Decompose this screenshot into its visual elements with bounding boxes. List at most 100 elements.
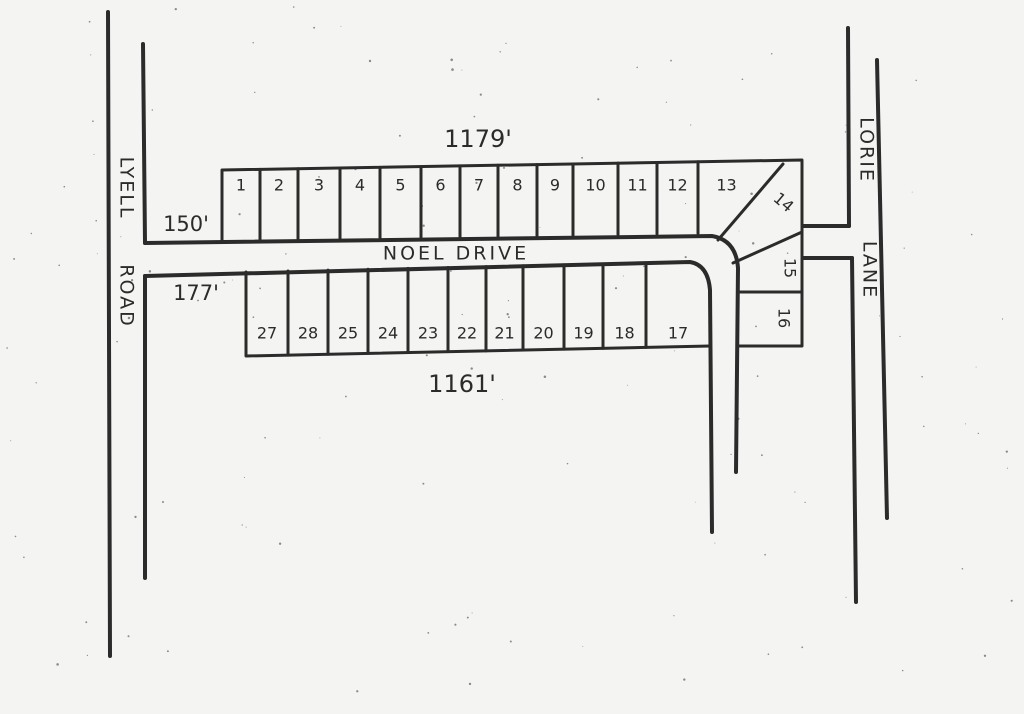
paper-speck: [690, 124, 692, 126]
paper-speck: [801, 646, 804, 649]
paper-speck: [901, 669, 904, 672]
noel-drive-north-edge: [143, 234, 740, 474]
paper-texture: [6, 6, 1013, 693]
north-block-outline: [220, 158, 804, 242]
paper-speck: [243, 476, 245, 478]
paper-speck: [56, 663, 59, 666]
paper-speck: [13, 257, 16, 260]
paper-speck: [961, 568, 964, 570]
lot-label-20: 20: [533, 324, 553, 343]
paper-speck: [879, 315, 880, 317]
paper-speck: [694, 501, 696, 503]
paper-speck: [756, 375, 759, 377]
paper-speck: [503, 166, 505, 169]
paper-speck: [151, 109, 153, 111]
paper-speck: [461, 313, 463, 316]
paper-speck: [899, 335, 901, 338]
paper-speck: [683, 678, 686, 681]
lot-label-9: 9: [550, 176, 560, 195]
paper-speck: [93, 153, 95, 155]
paper-speck: [232, 279, 233, 281]
lot-label-21: 21: [494, 324, 514, 343]
paper-speck: [970, 233, 973, 236]
paper-speck: [506, 313, 509, 316]
paper-speck: [1001, 318, 1004, 320]
lorie-lane-west-edge-south: [850, 256, 858, 604]
lot-label-27: 27: [257, 324, 277, 343]
lot-label-10: 10: [585, 176, 605, 195]
lot-label-4: 4: [355, 176, 365, 195]
lot-label-18: 18: [614, 324, 634, 343]
lot-label-1: 1: [236, 176, 246, 195]
paper-speck: [285, 253, 287, 255]
lorie-lane: [801, 26, 889, 604]
paper-speck: [197, 299, 199, 302]
paper-speck: [10, 440, 12, 442]
paper-speck: [983, 654, 987, 657]
paper-speck: [264, 436, 266, 439]
paper-speck: [964, 423, 966, 425]
paper-speck: [174, 7, 177, 11]
paper-speck: [454, 623, 457, 626]
paper-speck: [903, 247, 905, 249]
paper-speck: [794, 491, 796, 493]
paper-speck: [767, 653, 770, 655]
noel-drive-south-edge: [143, 260, 714, 534]
paper-speck: [845, 124, 847, 126]
paper-speck: [344, 395, 347, 398]
paper-speck: [1010, 599, 1013, 602]
paper-speck: [451, 68, 454, 71]
south-frontage-dimension: 1161': [428, 370, 496, 398]
lorie-lane-east-edge: [875, 58, 889, 520]
lot-label-7: 7: [474, 176, 484, 195]
paper-speck: [35, 382, 37, 384]
street-label-lyell: LYELL: [116, 157, 138, 220]
paper-speck: [161, 500, 165, 504]
paper-speck: [915, 79, 917, 82]
paper-speck: [88, 20, 91, 23]
paper-speck: [471, 612, 473, 614]
south-block-outline: [244, 270, 712, 358]
paper-speck: [499, 51, 501, 53]
paper-speck: [921, 375, 923, 378]
paper-speck: [738, 230, 740, 232]
paper-speck: [427, 631, 430, 634]
paper-speck: [714, 542, 716, 544]
paper-speck: [750, 192, 753, 195]
lot-label-24: 24: [378, 324, 398, 343]
paper-speck: [292, 6, 295, 8]
paper-speck: [539, 226, 541, 228]
paper-speck: [473, 115, 476, 118]
lot-label-8: 8: [512, 176, 522, 195]
paper-speck: [755, 325, 757, 328]
west-north-dimension: 150': [163, 212, 209, 236]
paper-speck: [566, 462, 569, 465]
paper-speck: [614, 287, 618, 290]
paper-speck: [259, 287, 261, 290]
paper-speck: [911, 191, 913, 193]
paper-speck: [86, 654, 89, 657]
paper-speck: [581, 156, 584, 159]
paper-speck: [252, 316, 255, 319]
paper-speck: [1006, 467, 1008, 469]
paper-speck: [1005, 450, 1008, 453]
paper-speck: [665, 101, 668, 103]
paper-speck: [368, 59, 372, 63]
paper-speck: [786, 252, 789, 254]
lot-label-5: 5: [395, 176, 405, 195]
paper-speck: [223, 281, 226, 284]
paper-speck: [636, 66, 638, 69]
paper-speck: [340, 25, 342, 27]
paper-speck: [804, 501, 806, 504]
paper-speck: [127, 316, 131, 320]
paper-speck: [14, 535, 17, 538]
lot-label-25: 25: [338, 324, 358, 343]
lot-label-12: 12: [667, 176, 687, 195]
paper-speck: [508, 316, 510, 319]
lot-label-15: 15: [781, 258, 800, 278]
paper-speck: [422, 482, 425, 485]
paper-speck: [450, 270, 452, 272]
